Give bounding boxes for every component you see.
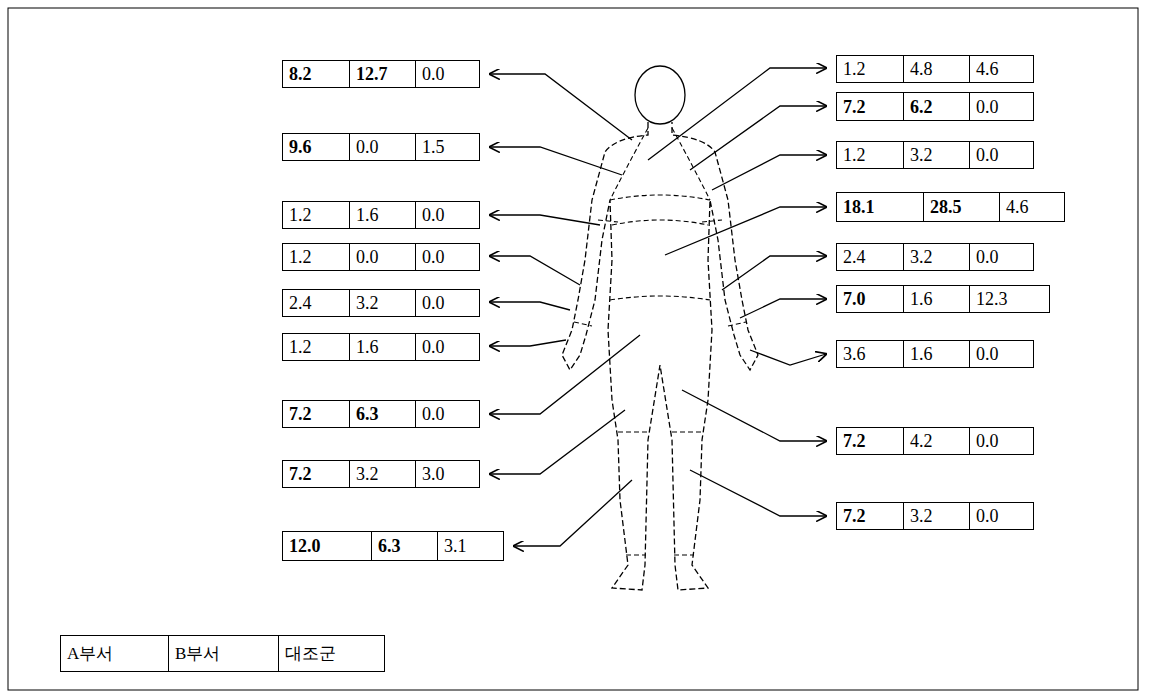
percent-value: 0.0 (969, 244, 1033, 270)
percent-value: 0.0 (969, 341, 1033, 367)
percent-value: 18.1 (837, 193, 923, 221)
percent-value: 1.6 (903, 341, 969, 367)
percent-value: 0.0 (415, 202, 479, 228)
value-row: 7.26.20.0 (836, 92, 1034, 121)
percent-value: 4.2 (903, 428, 969, 454)
percent-value: 28.5 (923, 193, 999, 221)
percent-value: 7.2 (837, 93, 903, 120)
percent-value: 7.2 (837, 503, 903, 529)
value-row: 1.20.00.0 (282, 243, 480, 271)
percent-value: 2.4 (837, 244, 903, 270)
percent-value: 6.3 (349, 401, 415, 427)
percent-value: 3.0 (415, 461, 479, 487)
percent-value: 1.2 (283, 334, 349, 360)
percent-value: 1.6 (349, 334, 415, 360)
percent-value: 8.2 (283, 61, 349, 87)
percent-value: 0.0 (415, 244, 479, 270)
percent-value: 7.2 (837, 428, 903, 454)
segment-lines (574, 128, 746, 555)
percent-value: 12.7 (349, 61, 415, 87)
value-row: 3.61.60.0 (836, 340, 1034, 368)
percent-value: 7.2 (283, 401, 349, 427)
value-row: 7.23.23.0 (282, 460, 480, 488)
value-row: 1.24.84.6 (836, 55, 1034, 83)
percent-value: 7.2 (283, 461, 349, 487)
value-row: 1.21.60.0 (282, 201, 480, 229)
percent-value: 12.0 (283, 532, 371, 560)
leader-arrows (490, 68, 826, 546)
percent-value: 6.2 (903, 93, 969, 120)
percent-value: 6.3 (371, 532, 437, 560)
legend-label: 대조군 (278, 636, 384, 671)
percent-value: 0.0 (415, 61, 479, 87)
percent-value: 1.2 (283, 244, 349, 270)
value-row: 18.128.54.6 (836, 192, 1065, 222)
value-row: 7.23.20.0 (836, 502, 1034, 530)
legend-label: A부서 (61, 636, 168, 671)
percent-value: 12.3 (969, 286, 1049, 312)
percent-value: 3.1 (437, 532, 503, 560)
percent-value: 0.0 (969, 142, 1033, 168)
percent-value: 4.6 (999, 193, 1064, 221)
value-row: 2.43.20.0 (836, 243, 1034, 271)
percent-value: 3.2 (903, 244, 969, 270)
percent-value: 0.0 (969, 503, 1033, 529)
percent-value: 1.2 (837, 56, 903, 82)
percent-value: 0.0 (349, 134, 415, 160)
value-row: 2.43.20.0 (282, 289, 480, 317)
frame (8, 8, 1138, 690)
value-row: 7.24.20.0 (836, 427, 1034, 455)
value-row: 1.21.60.0 (282, 333, 480, 361)
value-row: 7.26.30.0 (282, 400, 480, 428)
percent-value: 1.5 (415, 134, 479, 160)
value-row: 9.60.01.5 (282, 133, 480, 161)
percent-value: 0.0 (415, 401, 479, 427)
percent-value: 0.0 (415, 334, 479, 360)
percent-value: 7.0 (837, 286, 903, 312)
percent-value: 3.2 (903, 142, 969, 168)
percent-value: 0.0 (969, 93, 1033, 120)
legend-label: B부서 (168, 636, 278, 671)
percent-value: 3.6 (837, 341, 903, 367)
percent-value: 1.2 (837, 142, 903, 168)
percent-value: 3.2 (349, 290, 415, 316)
body-outline (562, 122, 758, 590)
legend-key-row: A부서B부서대조군 (60, 635, 385, 672)
percent-value: 3.2 (349, 461, 415, 487)
percent-value: 3.2 (903, 503, 969, 529)
percent-value: 1.6 (903, 286, 969, 312)
value-row: 12.06.33.1 (282, 531, 504, 561)
percent-value: 2.4 (283, 290, 349, 316)
value-row: 7.01.612.3 (836, 285, 1050, 313)
percent-value: 0.0 (349, 244, 415, 270)
percent-value: 1.6 (349, 202, 415, 228)
percent-value: 4.8 (903, 56, 969, 82)
value-row: 1.23.20.0 (836, 141, 1034, 169)
value-row: 8.212.70.0 (282, 60, 480, 88)
percent-value: 9.6 (283, 134, 349, 160)
percent-value: 0.0 (969, 428, 1033, 454)
head-outline (635, 66, 685, 124)
percent-value: 1.2 (283, 202, 349, 228)
percent-value: 0.0 (415, 290, 479, 316)
percent-value: 4.6 (969, 56, 1033, 82)
